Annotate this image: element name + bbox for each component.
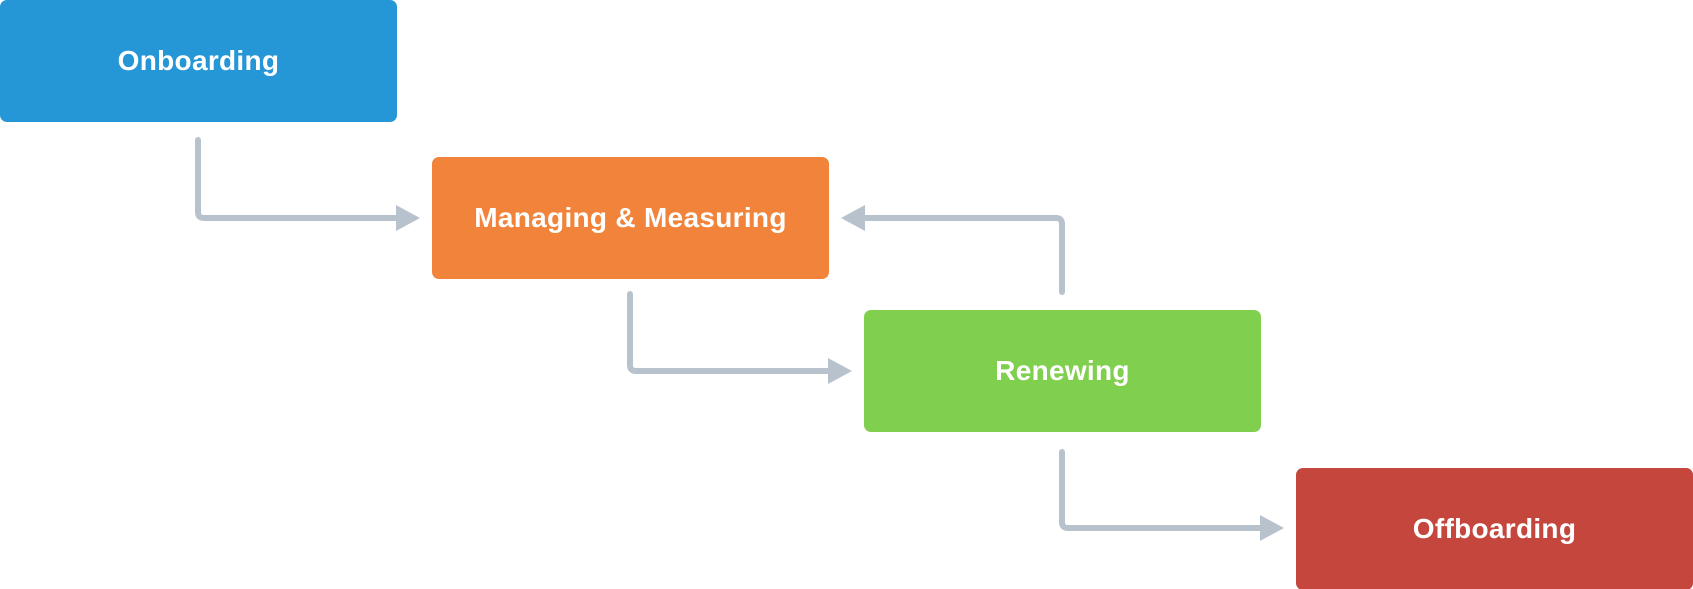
stage-renewing-label: Renewing [995,355,1130,386]
stage-onboarding: Onboarding [0,0,397,122]
connector-renewing-to-offboarding [1059,449,1267,531]
stage-onboarding-label: Onboarding [117,45,280,76]
arrowhead-to-managing [396,205,420,231]
connector-managing-to-renewing [627,291,835,374]
arrowhead-loop-to-managing [841,205,865,231]
stage-renewing: Renewing [864,310,1261,432]
stage-offboarding-label: Offboarding [1412,513,1577,544]
arrowhead-to-renewing [828,358,852,384]
stage-managing-measuring: Managing & Measuring [432,157,829,279]
stage-offboarding: Offboarding [1296,468,1693,589]
stage-managing-measuring-label: Managing & Measuring [474,202,787,233]
connector-renewing-to-managing [857,215,1065,295]
connector-onboarding-to-managing [195,137,403,221]
arrowhead-to-offboarding [1260,515,1284,541]
